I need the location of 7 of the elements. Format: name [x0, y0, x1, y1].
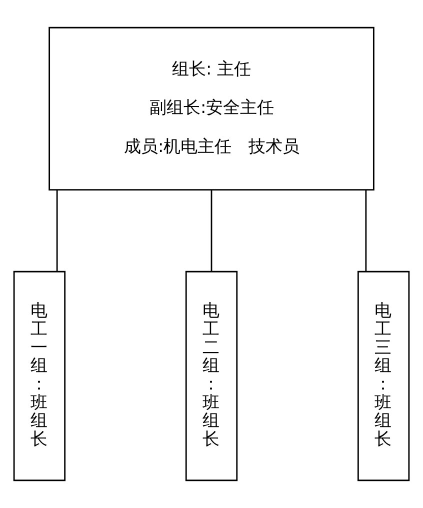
node-box: 电工一组：班组长 [13, 270, 66, 482]
connector [365, 190, 367, 272]
node-box: 组长: 主任 副组长:安全主任 成员:机电主任 技术员 [48, 26, 374, 191]
node-box: 电工三组：班组长 [357, 270, 410, 482]
connector [56, 190, 58, 272]
node-box: 电工二组：班组长 [185, 270, 238, 482]
connector [210, 190, 212, 272]
